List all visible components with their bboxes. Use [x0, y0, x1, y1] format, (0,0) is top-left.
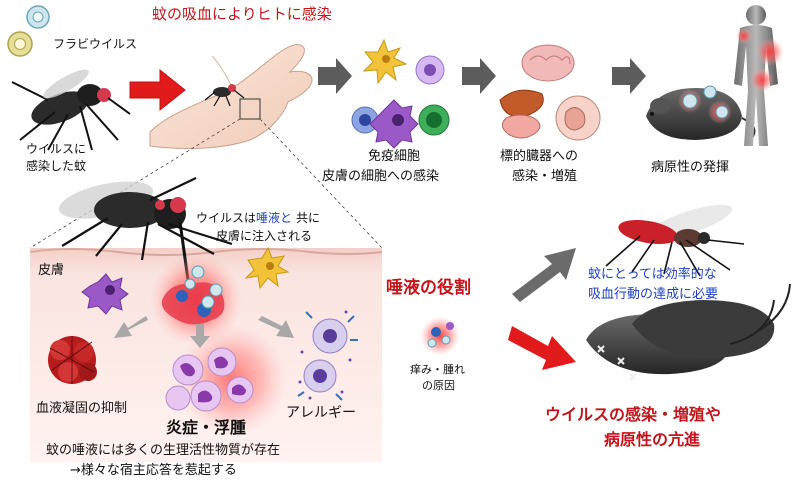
injection-caption-part3: 共に	[296, 211, 320, 225]
virus-effect-line1: ウイルスの感染・増殖や	[545, 405, 721, 424]
arrow-down-icon	[190, 324, 210, 348]
saliva-substances-text: 蚊の唾液には多くの生理活性物質が存在	[46, 442, 280, 458]
arrow-down-right-icon	[258, 316, 294, 338]
saliva-role-title: 唾液の役割	[386, 277, 471, 298]
infected-mouse-illustration	[646, 85, 756, 141]
host-response-text: →様々な宿主応答を惹起する	[70, 462, 237, 478]
pathogenicity-label: 病原性の発揮	[651, 160, 729, 175]
virus-label: フラビウイルス	[53, 37, 137, 51]
feeding-mosquito-illustration	[605, 204, 745, 277]
mosquito-benefit-line1: 蚊にとっては効率的な	[588, 266, 717, 282]
right-arrow-red-icon	[129, 68, 186, 112]
immune-cells-label: 免疫細胞	[368, 148, 420, 164]
bite-reaction-icon	[420, 316, 460, 356]
blood-clot-illustration	[48, 336, 97, 384]
infection-proliferation-label: 感染・増殖	[512, 168, 577, 184]
chevron-right-icon	[318, 58, 352, 94]
virus-effect-line2: 病原性の亢進	[604, 430, 700, 449]
allergy-label: アレルギー	[286, 405, 356, 421]
zoom-line-left	[29, 118, 241, 249]
injection-caption-part1: ウイルスは	[196, 211, 256, 225]
target-organs-label: 標的臓器への	[500, 148, 578, 164]
chevron-right-icon	[612, 58, 646, 94]
mosquito-caption-line2: 感染した蚊	[26, 158, 86, 173]
arrow-down-right-red-icon	[508, 326, 576, 370]
arrow-down-left-icon	[114, 316, 148, 338]
injection-caption-line2: 皮膚に注入される	[216, 228, 312, 243]
human-hand-illustration	[149, 44, 313, 149]
skin-cell-infection-label: 皮膚の細胞への感染	[322, 168, 439, 184]
page-title: 蚊の吸血によりヒトに感染	[152, 5, 332, 23]
infected-mosquito-icon	[11, 69, 131, 151]
inflammation-edema-label: 炎症・浮腫	[166, 418, 246, 437]
infected-mice-illustration	[586, 283, 791, 381]
immune-cells-illustration	[351, 38, 450, 149]
target-organs-illustration	[499, 44, 601, 141]
itch-cause-label: の原因	[422, 379, 455, 392]
mast-cells-illustration	[297, 310, 358, 401]
flavivirus-icon	[7, 5, 50, 57]
itch-swelling-label: 痒み・腫れ	[410, 362, 465, 376]
anticoagulation-label: 血液凝固の抑制	[36, 400, 127, 416]
infected-human-illustration	[734, 5, 784, 146]
chevron-right-icon	[462, 58, 496, 94]
mosquito-biting-illustration	[58, 177, 233, 281]
skin-label: 皮膚	[38, 262, 64, 278]
dendritic-cell-icon	[244, 246, 290, 290]
arrow-up-right-icon	[512, 248, 576, 302]
mosquito-benefit-line2: 吸血行動の達成に必要	[588, 287, 718, 302]
leukocytes-cluster-illustration	[165, 347, 254, 412]
immune-cell-icon	[81, 273, 129, 315]
mosquito-caption-line1: ウイルスに	[26, 142, 86, 156]
injection-caption-saliva: 唾液と	[256, 210, 292, 225]
